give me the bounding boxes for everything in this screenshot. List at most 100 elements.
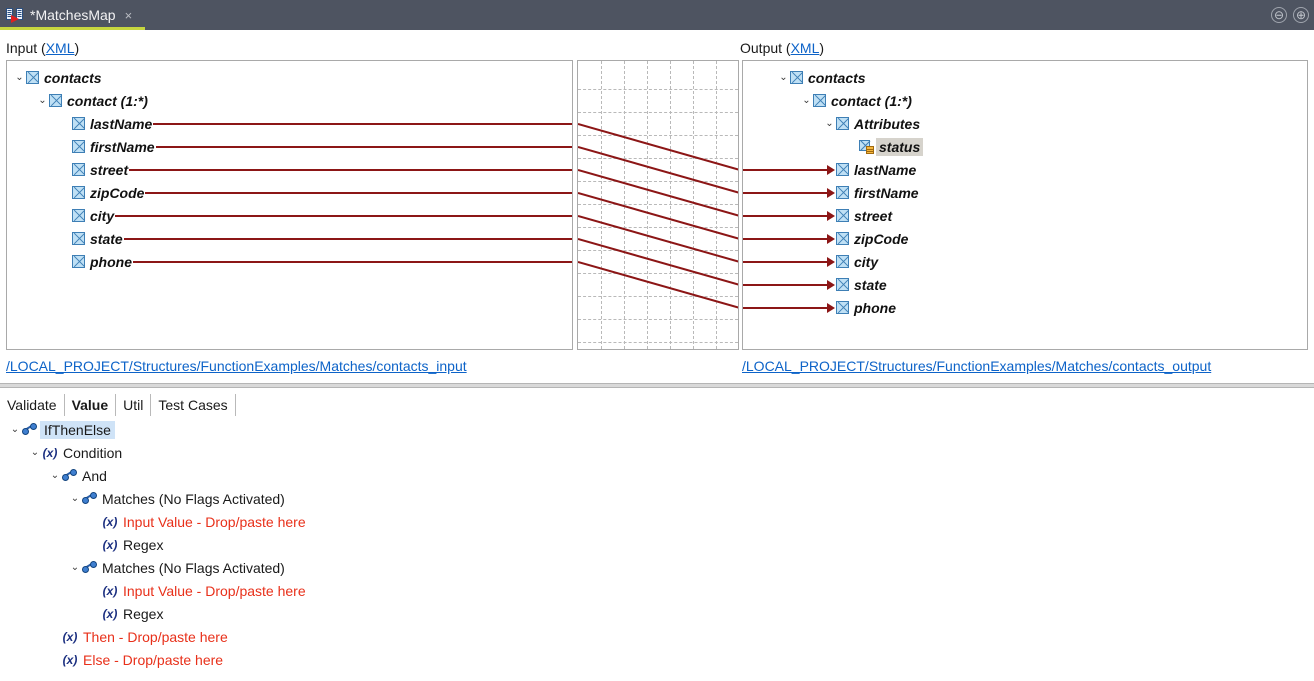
- input-node-label: contacts: [44, 69, 102, 86]
- output-node-label: state: [854, 276, 887, 293]
- mapping-link-line: [156, 146, 572, 148]
- chevron-down-icon[interactable]: ⌄: [38, 94, 47, 106]
- mapping-connector[interactable]: [578, 237, 738, 286]
- chevron-down-icon[interactable]: ⌄: [779, 71, 788, 83]
- close-icon[interactable]: ×: [124, 7, 133, 23]
- function-tree-row[interactable]: ⌄Matches (No Flags Activated): [68, 556, 285, 579]
- output-xml-link[interactable]: XML: [790, 40, 820, 56]
- chevron-down-icon[interactable]: ⌄: [70, 561, 80, 573]
- chevron-down-icon[interactable]: ⌄: [30, 446, 40, 458]
- chevron-down-icon[interactable]: ⌄: [70, 492, 80, 504]
- variable-icon: (x): [102, 583, 118, 598]
- output-node-label: status: [876, 137, 924, 156]
- input-tree-row[interactable]: ⌄firstName: [59, 135, 155, 158]
- tab-validate[interactable]: Validate: [0, 394, 65, 416]
- output-tree-row[interactable]: ⌄city: [823, 250, 878, 273]
- input-tree-row[interactable]: ⌄city: [59, 204, 114, 227]
- maximize-icon[interactable]: ⊕: [1293, 7, 1309, 23]
- chevron-down-icon[interactable]: ⌄: [825, 117, 834, 129]
- input-tree-row[interactable]: ⌄zipCode: [59, 181, 144, 204]
- input-tree-row[interactable]: ⌄ contact (1:*): [36, 89, 148, 112]
- mapping-arrow: [743, 163, 836, 177]
- input-structure-path[interactable]: /LOCAL_PROJECT/Structures/FunctionExampl…: [6, 358, 467, 374]
- function-tree-row[interactable]: ⌄ IfThenElse: [8, 418, 115, 441]
- grid-line-vertical: [670, 61, 671, 349]
- input-tree-row[interactable]: ⌄state: [59, 227, 123, 250]
- tab-test-cases[interactable]: Test Cases: [151, 394, 236, 416]
- mapping-connector[interactable]: [578, 214, 738, 263]
- output-node-label: city: [854, 253, 879, 270]
- function-icon: [62, 468, 77, 483]
- mapping-link-line: [124, 238, 572, 240]
- mapping-connector[interactable]: [578, 191, 738, 240]
- input-node-label: contact (1:*): [67, 92, 148, 109]
- tab-util[interactable]: Util: [116, 394, 152, 416]
- grid-line-vertical: [716, 61, 717, 349]
- title-bar: *MatchesMap × ⊖ ⊕: [0, 0, 1314, 30]
- output-tree-row[interactable]: ⌄street: [823, 204, 892, 227]
- minimize-icon[interactable]: ⊖: [1271, 7, 1287, 23]
- function-icon: [82, 560, 97, 575]
- output-tree-row[interactable]: ⌄zipCode: [823, 227, 908, 250]
- grid-line-vertical: [693, 61, 694, 349]
- input-tree-row[interactable]: ⌄ contacts: [13, 66, 102, 89]
- chevron-down-icon[interactable]: ⌄: [802, 94, 811, 106]
- grid-line-horizontal: [578, 181, 738, 182]
- mapping-connector[interactable]: [578, 122, 738, 171]
- element-icon: [836, 278, 849, 291]
- mapping-document-icon: [6, 7, 23, 23]
- mapping-connector[interactable]: [578, 168, 738, 217]
- function-tree-row[interactable]: ⌄(x)Then - Drop/paste here: [48, 625, 228, 648]
- output-tree-row[interactable]: ⌄state: [823, 273, 887, 296]
- output-tree-row[interactable]: ⌄contacts: [777, 66, 865, 89]
- mapping-grid: [578, 61, 738, 349]
- output-tree-row[interactable]: ⌄ Attributes: [823, 112, 920, 135]
- function-tree-row[interactable]: ⌄(x)Input Value - Drop/paste here: [88, 579, 306, 602]
- element-icon: [72, 255, 85, 268]
- input-label-text: Input (: [6, 40, 46, 56]
- function-tree[interactable]: ⌄IfThenElse⌄(x)Condition⌄And⌄Matches (No…: [0, 418, 1314, 681]
- function-icon: [82, 491, 97, 506]
- grid-line-horizontal: [578, 342, 738, 343]
- output-tree-row[interactable]: ⌄firstName: [823, 181, 919, 204]
- output-tree-row[interactable]: ⌄status: [846, 135, 924, 158]
- editor-tab-matchesmap[interactable]: *MatchesMap ×: [0, 0, 140, 30]
- output-structure-path[interactable]: /LOCAL_PROJECT/Structures/FunctionExampl…: [742, 358, 1212, 374]
- input-schema-tree[interactable]: ⌄ contacts ⌄ contact (1:*) ⌄lastName⌄firstNa…: [6, 60, 573, 350]
- chevron-down-icon[interactable]: ⌄: [10, 423, 20, 435]
- input-tree-row[interactable]: ⌄lastName: [59, 112, 152, 135]
- chevron-down-icon[interactable]: ⌄: [50, 469, 60, 481]
- input-label-suffix: ): [74, 40, 80, 56]
- output-tree-row[interactable]: ⌄phone: [823, 296, 896, 319]
- output-tree-row[interactable]: ⌄lastName: [823, 158, 916, 181]
- active-tab-underline: [0, 27, 145, 30]
- output-label-suffix: ): [819, 40, 825, 56]
- function-tree-row[interactable]: ⌄(x)Condition: [28, 441, 122, 464]
- mapping-connector[interactable]: [578, 260, 738, 309]
- function-tree-row[interactable]: ⌄(x)Regex: [88, 533, 164, 556]
- function-tree-row[interactable]: ⌄And: [48, 464, 107, 487]
- tab-value[interactable]: Value: [65, 394, 117, 416]
- grid-line-vertical: [601, 61, 602, 349]
- input-node-label: city: [90, 207, 115, 224]
- input-tree-row[interactable]: ⌄phone: [59, 250, 132, 273]
- chevron-down-icon[interactable]: ⌄: [15, 71, 24, 83]
- function-tree-row[interactable]: ⌄Matches (No Flags Activated): [68, 487, 285, 510]
- output-node-label: Attributes: [854, 115, 921, 132]
- mapping-link-line: [115, 215, 572, 217]
- function-node-label: Else - Drop/paste here: [83, 651, 224, 668]
- function-tree-row[interactable]: ⌄(x)Else - Drop/paste here: [48, 648, 223, 671]
- input-tree-row[interactable]: ⌄street: [59, 158, 128, 181]
- panel-divider[interactable]: [0, 383, 1314, 388]
- output-schema-tree[interactable]: ⌄contacts⌄contact (1:*)⌄Attributes⌄statu…: [742, 60, 1308, 350]
- mapping-arrow: [743, 255, 836, 269]
- input-xml-link[interactable]: XML: [45, 40, 75, 56]
- mapping-canvas[interactable]: [577, 60, 739, 350]
- function-node-label: IfThenElse: [40, 420, 115, 439]
- grid-line-horizontal: [578, 158, 738, 159]
- function-tree-row[interactable]: ⌄(x)Input Value - Drop/paste here: [88, 510, 306, 533]
- output-tree-row[interactable]: ⌄contact (1:*): [800, 89, 912, 112]
- element-icon: [790, 71, 803, 84]
- function-tree-row[interactable]: ⌄(x)Regex: [88, 602, 164, 625]
- mapping-connector[interactable]: [578, 145, 738, 194]
